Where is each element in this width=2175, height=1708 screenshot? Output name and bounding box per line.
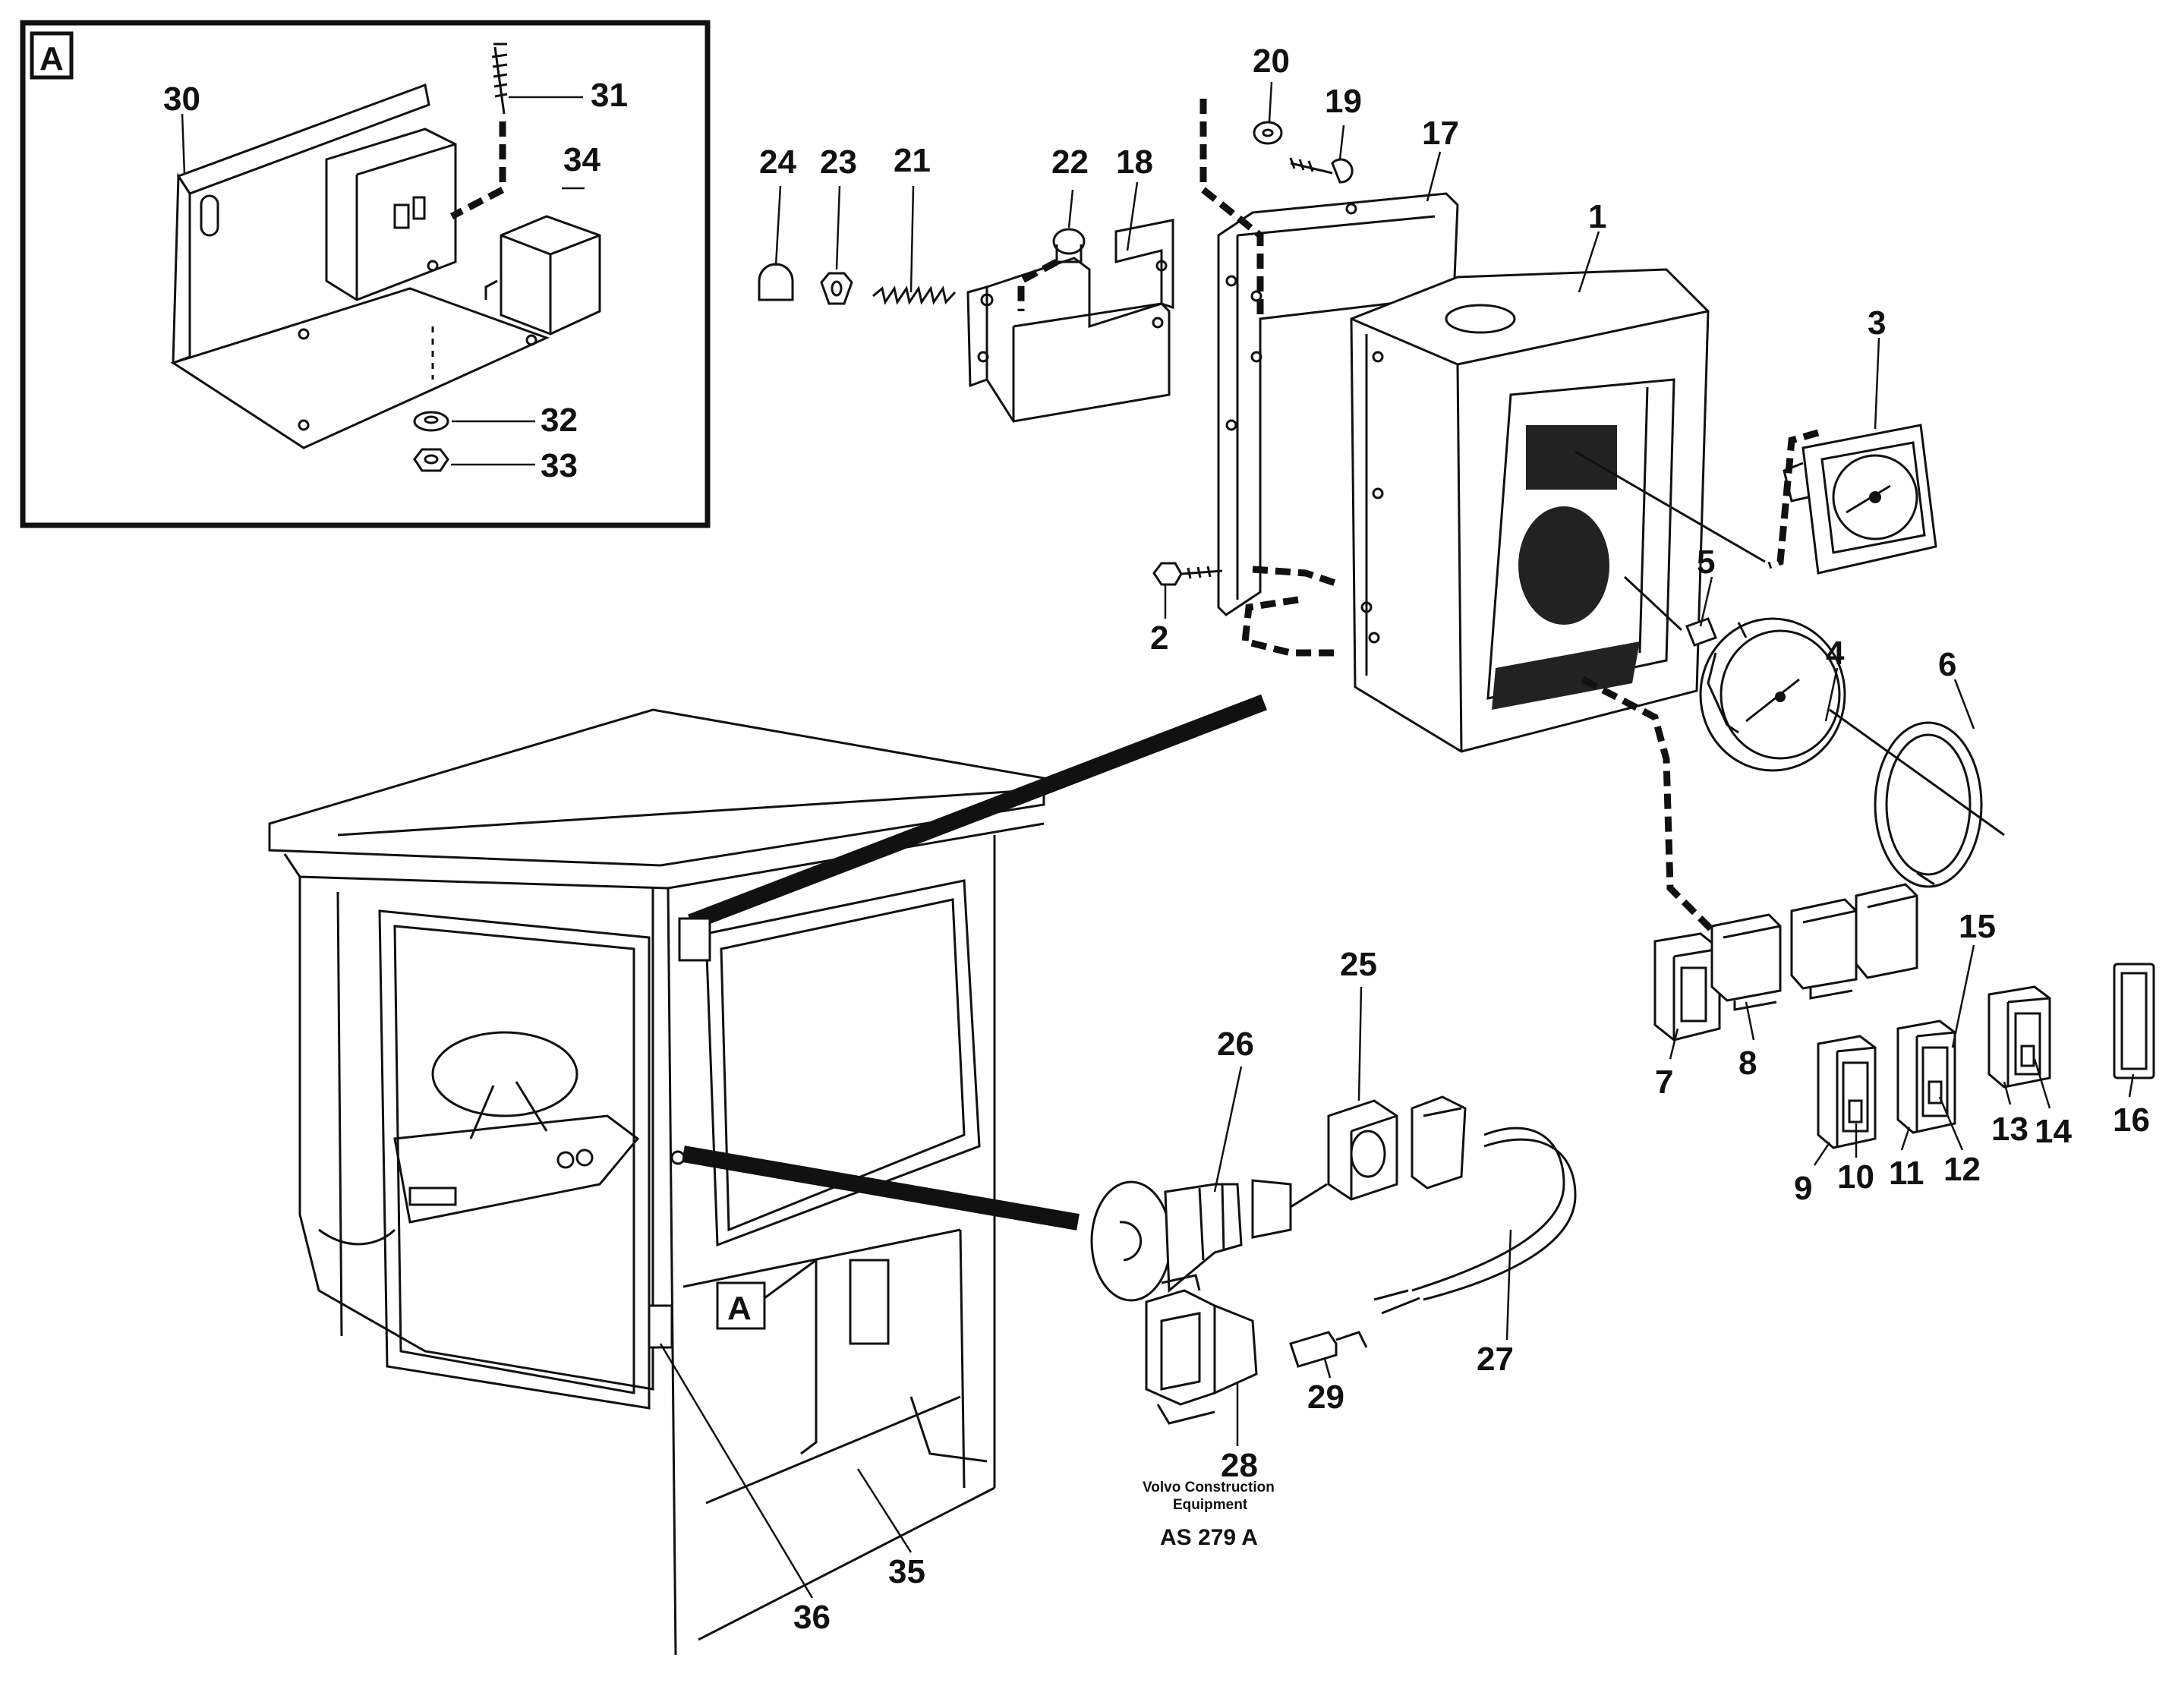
part-labels: 1 2 3 4 5 6 7 8 9 10 11 12 13 14 15 16 1…	[163, 43, 2150, 1636]
part-label-21: 21	[894, 142, 931, 179]
part-label-20: 20	[1253, 43, 1290, 80]
part-label-17: 17	[1422, 115, 1459, 152]
credit-line-1: Volvo Construction	[1143, 1480, 1275, 1495]
part-label-25: 25	[1340, 946, 1377, 983]
switch-blanks	[1581, 676, 2155, 1149]
callout-tag: A	[727, 1290, 752, 1327]
part-label-27: 27	[1477, 1341, 1514, 1378]
part-label-13: 13	[1991, 1111, 2028, 1148]
part-label-1: 1	[1588, 198, 1606, 235]
part-label-3: 3	[1868, 304, 1886, 342]
round-gauge	[1623, 575, 2005, 888]
part-label-23: 23	[820, 143, 857, 181]
leader-lines	[659, 81, 2135, 1599]
part-label-6: 6	[1938, 646, 1956, 683]
part-label-34: 34	[563, 141, 600, 178]
part-label-18: 18	[1116, 143, 1153, 181]
square-gauge	[1575, 424, 1937, 575]
part-label-19: 19	[1325, 83, 1362, 120]
detail-tag: A	[39, 40, 64, 77]
part-label-35: 35	[888, 1553, 925, 1590]
part-label-10: 10	[1837, 1158, 1874, 1196]
part-label-33: 33	[541, 447, 578, 484]
part-label-2: 2	[1150, 619, 1168, 657]
part-label-22: 22	[1051, 143, 1089, 181]
part-label-7: 7	[1655, 1064, 1673, 1101]
part-label-5: 5	[1697, 544, 1715, 581]
part-label-29: 29	[1307, 1379, 1344, 1416]
drawing-code: AS 279 A	[1160, 1525, 1258, 1550]
part-label-36: 36	[793, 1599, 831, 1636]
credit-line-2: Equipment	[1173, 1497, 1248, 1513]
hardware-group	[758, 99, 1459, 657]
part-label-26: 26	[1217, 1026, 1254, 1063]
part-label-16: 16	[2113, 1101, 2150, 1139]
part-label-4: 4	[1826, 635, 1845, 672]
part-label-15: 15	[1959, 908, 1996, 945]
part-label-32: 32	[541, 402, 578, 439]
part-label-24: 24	[759, 143, 796, 181]
part-label-28: 28	[1221, 1447, 1258, 1484]
part-label-8: 8	[1738, 1045, 1757, 1082]
part-label-30: 30	[163, 80, 200, 118]
part-label-9: 9	[1794, 1170, 1812, 1207]
cab-outline: A	[268, 694, 1267, 1656]
part-label-12: 12	[1943, 1151, 1981, 1188]
part-label-14: 14	[2035, 1113, 2072, 1150]
part-label-11: 11	[1889, 1155, 1924, 1192]
instrument-housing	[1350, 268, 1710, 753]
part-label-31: 31	[591, 77, 628, 114]
emergency-stop	[1090, 1095, 1577, 1425]
detail-a-inset: A	[20, 20, 711, 528]
